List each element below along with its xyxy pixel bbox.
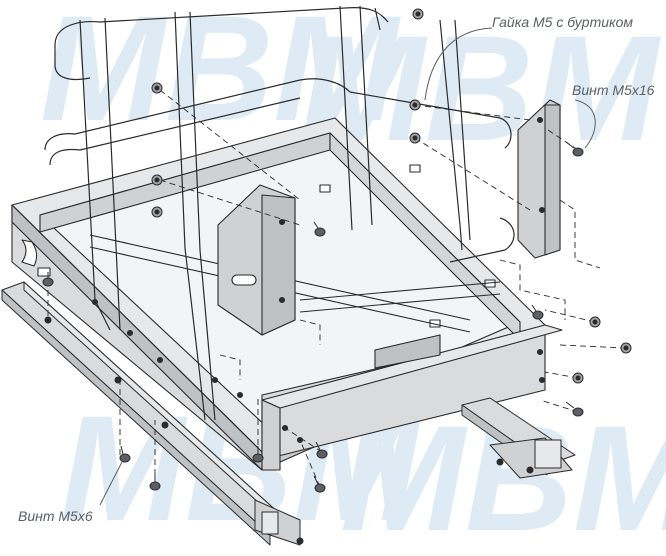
screw-icon (313, 475, 326, 493)
nut-icon (620, 342, 632, 354)
screw-icon (565, 141, 584, 157)
bracket-plate-right (517, 99, 561, 259)
screw-icon (149, 474, 161, 491)
nut-icon (409, 99, 421, 111)
assembly-guides (47, 89, 627, 488)
callout-label-screw-m5x16: Винт М5х16 (572, 82, 655, 98)
nut-icon (412, 8, 424, 20)
screw-icon (565, 401, 584, 417)
callout-label-screw-m5x6: Винт М5х6 (18, 508, 93, 524)
screw-icon (313, 221, 326, 237)
nut-icon (572, 372, 584, 384)
side-rail-left (1, 281, 304, 546)
screw-icon (315, 441, 328, 459)
wire-basket (44, 5, 515, 421)
screws (42, 141, 584, 493)
screw-icon (531, 304, 544, 320)
nut-icon (589, 316, 601, 328)
bracket-plate-left (217, 184, 296, 336)
callout-label-nut: Гайка М5 с буртиком (492, 14, 634, 30)
screw-icon (42, 272, 54, 287)
screw-icon (119, 445, 131, 463)
nut-icon (409, 132, 421, 144)
nuts (151, 8, 632, 384)
nut-icon (151, 206, 163, 218)
side-rail-right (461, 397, 576, 479)
nut-icon (151, 82, 163, 94)
screw-icon (252, 446, 264, 463)
callout-leaders (99, 27, 596, 506)
nut-icon (151, 174, 163, 186)
